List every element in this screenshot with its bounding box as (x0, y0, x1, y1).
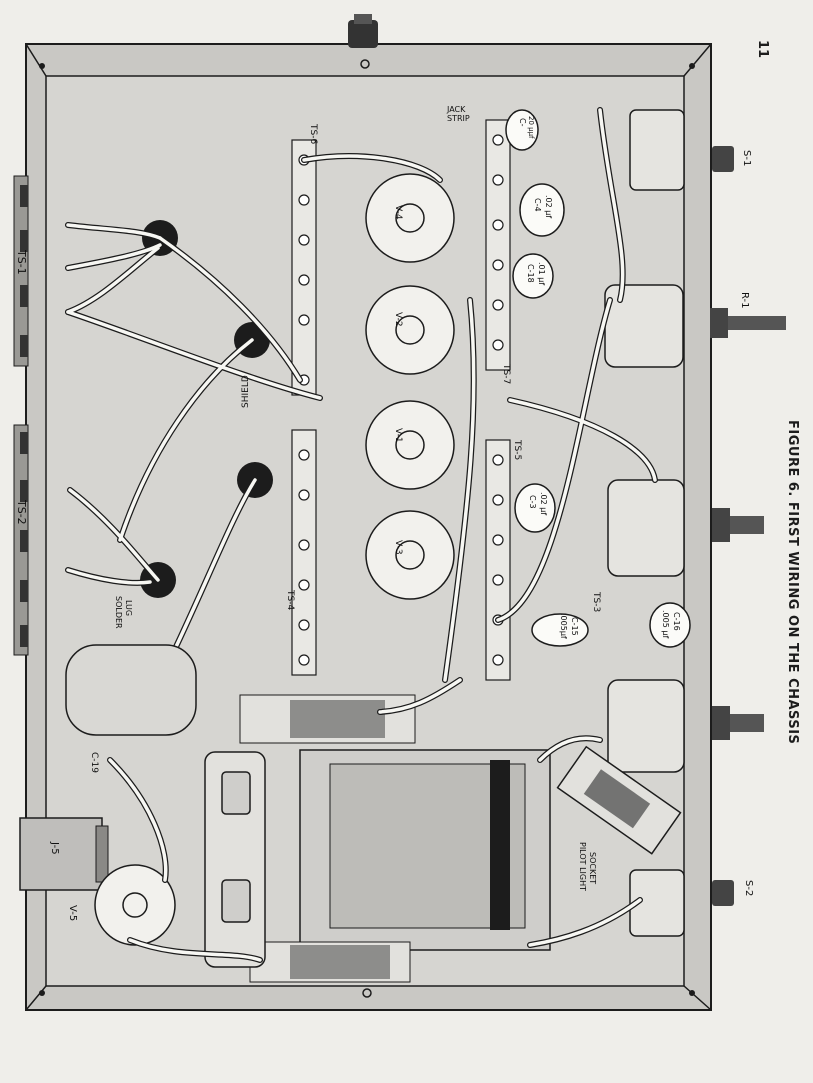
jack-strip-label-1: JACK (446, 105, 466, 114)
ts1-label: TS-1 (15, 249, 28, 275)
c15-label: C-15 (570, 617, 579, 636)
ts2-terminal-block (13, 424, 29, 656)
ts2-label: TS-2 (15, 499, 28, 525)
pilot-light-label-2: SOCKET (588, 852, 597, 884)
v3-label: V-3 (393, 540, 403, 555)
tube-sockets (94, 173, 455, 946)
terminal-lugs (298, 134, 504, 666)
c19-can-capacitor (65, 644, 197, 736)
wiring-highlight (66, 108, 657, 962)
ts1-terminal-block (13, 175, 29, 367)
s1-label: S-1 (741, 150, 752, 166)
c3-value: .02 µf (539, 492, 548, 515)
ts3-label: TS-3 (591, 591, 601, 612)
c15-value: .005µf (559, 613, 568, 639)
c19-label: C-19 (89, 752, 99, 773)
v4-label: V-4 (393, 205, 403, 220)
ts6-label: TS-6 (308, 123, 318, 144)
j5-jack (19, 817, 109, 891)
v2-label: V-2 (393, 312, 403, 327)
jack-cap-label: C- (518, 118, 527, 127)
c18-label: C-18 (526, 264, 535, 283)
ts7-label: TS-7 (501, 363, 511, 384)
pilot-light-socket (556, 745, 682, 855)
ts4-label: TS-4 (285, 589, 295, 610)
c18-value: .01 µf (537, 262, 546, 285)
solder-lug-label-1: SOLDER (114, 596, 123, 629)
jack-strip-label-2: STRIP (447, 114, 470, 123)
shield-label: SHIELD (241, 375, 251, 408)
r1-label: R-1 (739, 292, 750, 309)
jack-cap-value: 20 µµf (527, 116, 535, 139)
c4-value: .02 µf (544, 195, 553, 218)
c3-label: C-3 (528, 495, 537, 509)
ts5-label: TS-5 (512, 439, 522, 460)
v1-label: V-1 (393, 428, 403, 443)
capacitor-ovals (505, 109, 691, 648)
power-transformer (239, 694, 551, 983)
pilot-light-label-1: PILOT LIGHT (578, 842, 587, 891)
filter-cap-mount (204, 751, 266, 968)
right-controls (710, 146, 786, 906)
j5-label: J-5 (49, 841, 60, 855)
s2-label: S-2 (743, 880, 754, 896)
solder-lug-label-2: LUG (124, 600, 133, 616)
c16-label: C-16 (672, 612, 681, 631)
v5-label: V-5 (67, 905, 78, 921)
c4-label: C-4 (533, 198, 542, 212)
right-pots (604, 109, 685, 937)
terminal-strips (291, 119, 511, 681)
diagram-labels: TS-1 TS-2 TS-3 TS-4 TS-5 TS-6 TS-7 V-1 V… (15, 105, 754, 921)
c16-value: .005 µf (661, 610, 670, 638)
